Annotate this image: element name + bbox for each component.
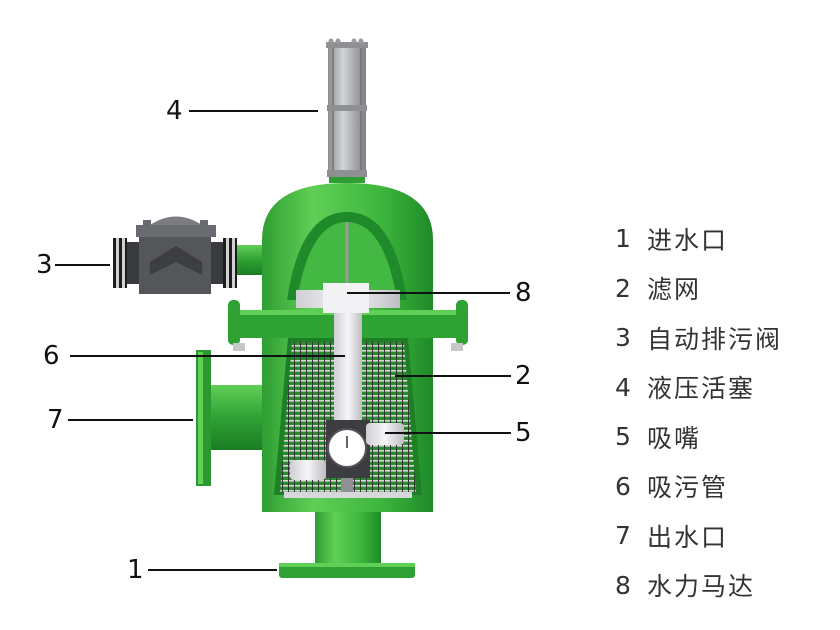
legend-item-4: 4 液压活塞 [615,363,782,413]
parts-legend: 1 进水口 2 滤网 3 自动排污阀 4 液压活塞 5 吸嘴 6 吸污管 7 出水口 8 水力马… [615,214,782,610]
hydraulic-piston [326,38,368,183]
callout-7: 7 [47,405,64,435]
legend-num: 4 [615,372,633,402]
outlet-pipe [196,350,270,486]
legend-num: 8 [615,570,633,600]
legend-label: 吸污管 [647,473,729,503]
callout-5: 5 [515,418,532,448]
legend-item-5: 5 吸嘴 [615,412,782,462]
leader-lines [55,110,511,571]
legend-item-7: 7 出水口 [615,511,782,561]
legend-label: 进水口 [647,225,729,255]
inlet-pipe [279,512,415,578]
legend-label: 吸嘴 [647,423,702,453]
legend-label: 自动排污阀 [647,324,783,354]
legend-item-3: 3 自动排污阀 [615,313,782,363]
legend-num: 3 [615,323,633,353]
legend-label: 水力马达 [647,572,756,602]
auto-drain-valve [113,216,267,294]
legend-num: 7 [615,521,633,551]
legend-item-6: 6 吸污管 [615,462,782,512]
callout-2: 2 [515,361,532,391]
callout-1: 1 [127,555,144,585]
legend-item-2: 2 滤网 [615,264,782,314]
callout-3: 3 [36,250,53,280]
callout-6: 6 [43,341,60,371]
legend-label: 滤网 [647,275,702,305]
callout-4: 4 [166,96,183,126]
legend-item-1: 1 进水口 [615,214,782,264]
legend-num: 1 [615,224,633,254]
legend-label: 出水口 [647,522,729,552]
legend-num: 2 [615,273,633,303]
legend-num: 5 [615,422,633,452]
internals [284,222,412,498]
legend-num: 6 [615,471,633,501]
callout-8: 8 [515,278,532,308]
legend-label: 液压活塞 [647,374,756,404]
legend-item-8: 8 水力马达 [615,561,782,611]
